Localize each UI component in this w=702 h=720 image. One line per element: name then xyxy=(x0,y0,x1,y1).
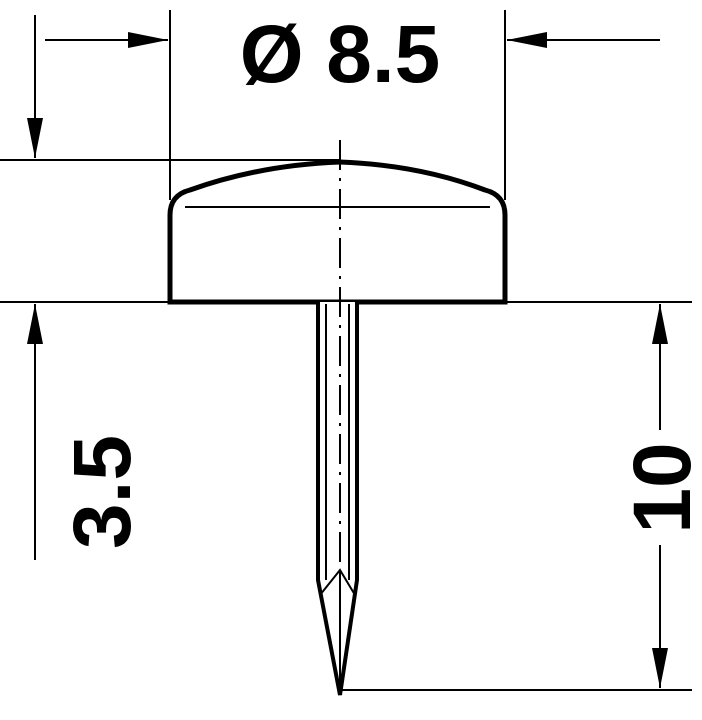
pin-length-label: 10 xyxy=(617,442,702,533)
nail-pin xyxy=(316,302,359,696)
head-height-label: 3.5 xyxy=(57,435,148,549)
glide-head xyxy=(167,159,508,305)
diameter-label: Ø 8.5 xyxy=(240,9,441,100)
